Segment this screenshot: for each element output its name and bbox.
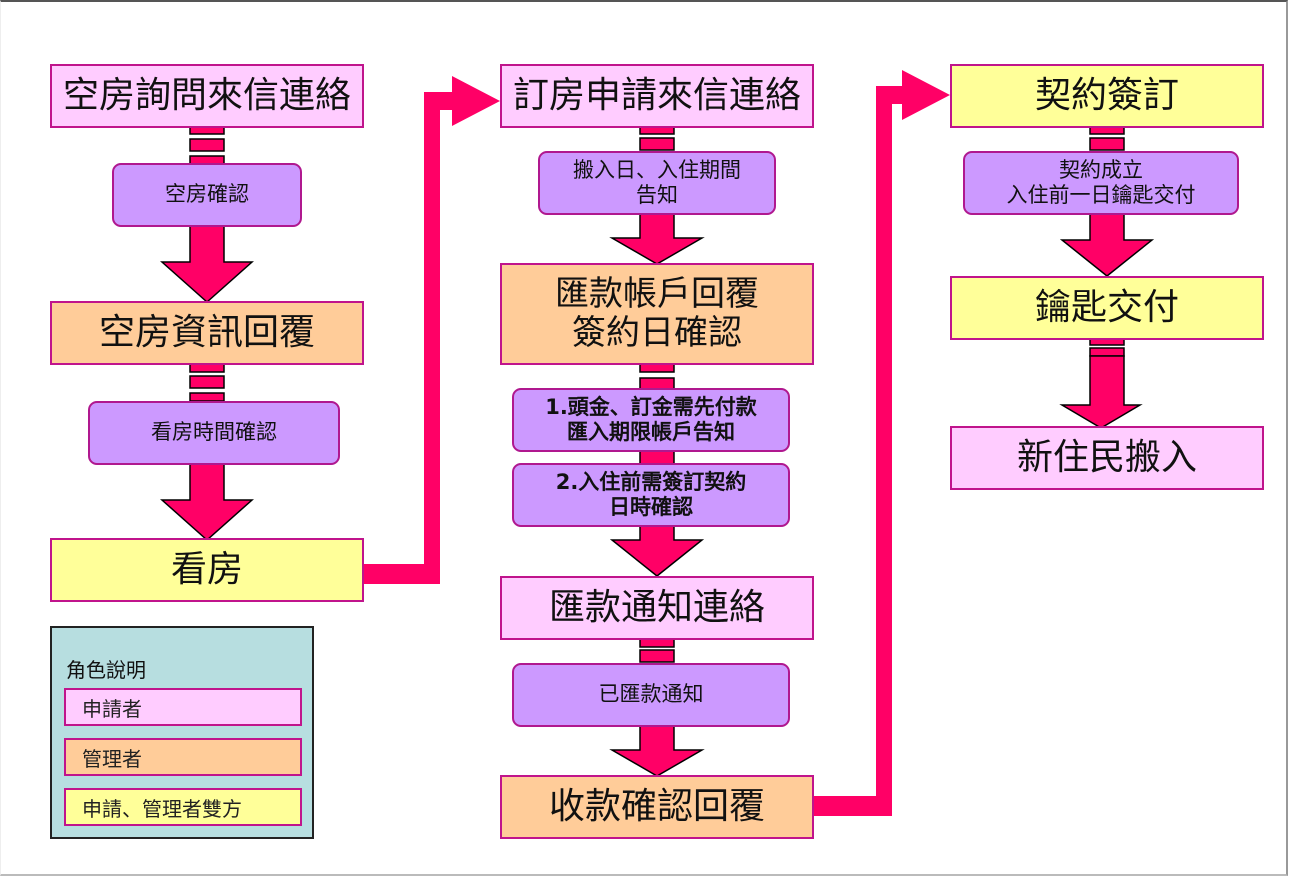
node-label: 匯款通知連絡 [548, 587, 765, 629]
step-label-line2: 匯入期限帳戶告知 [567, 420, 735, 444]
node-vacancy-info-reply: 空房資訊回覆 [50, 301, 364, 365]
role-legend: 角色說明 申請者 管理者 申請、管理者雙方 [50, 626, 314, 839]
node-payment-confirm-reply: 收款確認回覆 [500, 775, 814, 839]
step-label-line1: 搬入日、入住期間 [573, 157, 741, 182]
node-new-resident-move-in: 新住民搬入 [950, 426, 1264, 490]
step-label-line2: 告知 [636, 183, 678, 207]
node-label: 新住民搬入 [1016, 437, 1197, 479]
legend-label: 申請者 [82, 696, 142, 721]
step-label-line1: 契約成立 [1059, 157, 1143, 182]
node-label: 契約簽訂 [1034, 75, 1179, 117]
step-contract-established: 契約成立 入住前一日鑰匙交付 [963, 151, 1239, 215]
dashed-connector [639, 125, 675, 151]
down-arrow [1059, 355, 1143, 429]
node-viewing: 看房 [50, 538, 364, 602]
step-label: 空房確認 [165, 182, 249, 207]
legend-item-applicant: 申請者 [64, 688, 302, 726]
down-arrow [609, 213, 705, 265]
dashed-connector [189, 125, 225, 165]
legend-label: 管理者 [82, 746, 142, 771]
step-label: 看房時間確認 [151, 420, 277, 445]
step-label-line2: 入住前一日鑰匙交付 [1006, 183, 1196, 207]
node-booking-application: 訂房申請來信連絡 [500, 64, 814, 128]
node-label: 收款確認回覆 [548, 786, 765, 828]
legend-title: 角色說明 [66, 658, 146, 682]
dashed-connector [189, 363, 225, 402]
node-contract-signing: 契約簽訂 [950, 64, 1264, 128]
down-arrow [1059, 212, 1155, 277]
legend-item-both: 申請、管理者雙方 [64, 788, 302, 826]
down-arrow [609, 725, 705, 777]
step-remitted-notice: 已匯款通知 [512, 663, 790, 727]
step-label-line2: 日時確認 [609, 495, 693, 519]
legend-item-manager: 管理者 [64, 738, 302, 776]
node-remittance-notice: 匯款通知連絡 [500, 576, 814, 640]
step-label-line1: 2.入住前需簽訂契約 [555, 469, 747, 494]
step-contract-date-confirm: 2.入住前需簽訂契約 日時確認 [512, 463, 790, 527]
dashed-connector [1089, 125, 1125, 151]
step-deposit-payment-notice: 1.頭金、訂金需先付款 匯入期限帳戶告知 [512, 388, 790, 452]
node-account-reply-signing-date: 匯款帳戶回覆 簽約日確認 [500, 263, 814, 365]
node-label-line1: 匯款帳戶回覆 [555, 273, 759, 314]
step-label: 已匯款通知 [598, 682, 704, 707]
node-vacancy-inquiry: 空房詢問來信連絡 [50, 64, 364, 128]
node-key-handover: 鑰匙交付 [950, 276, 1264, 340]
down-arrow [160, 463, 254, 542]
step-move-in-date-notice: 搬入日、入住期間 告知 [538, 151, 776, 215]
step-vacancy-check: 空房確認 [112, 163, 302, 227]
node-label-line2: 簽約日確認 [572, 313, 742, 353]
node-label: 鑰匙交付 [1034, 287, 1179, 329]
node-label: 空房詢問來信連絡 [62, 75, 351, 117]
node-label: 訂房申請來信連絡 [512, 75, 801, 117]
dashed-connector [639, 638, 675, 663]
node-label: 看房 [170, 549, 243, 591]
node-label: 空房資訊回覆 [98, 312, 315, 354]
step-viewing-time-check: 看房時間確認 [88, 401, 340, 465]
elbow-arrow-col2-to-col3 [814, 70, 950, 816]
elbow-arrow-col1-to-col2 [364, 76, 500, 584]
dashed-connector [639, 363, 675, 391]
down-arrow [609, 525, 705, 577]
dashed-connector [1089, 338, 1125, 357]
step-label-line1: 1.頭金、訂金需先付款 [545, 394, 757, 419]
down-arrow [160, 225, 254, 304]
legend-label: 申請、管理者雙方 [82, 796, 242, 821]
